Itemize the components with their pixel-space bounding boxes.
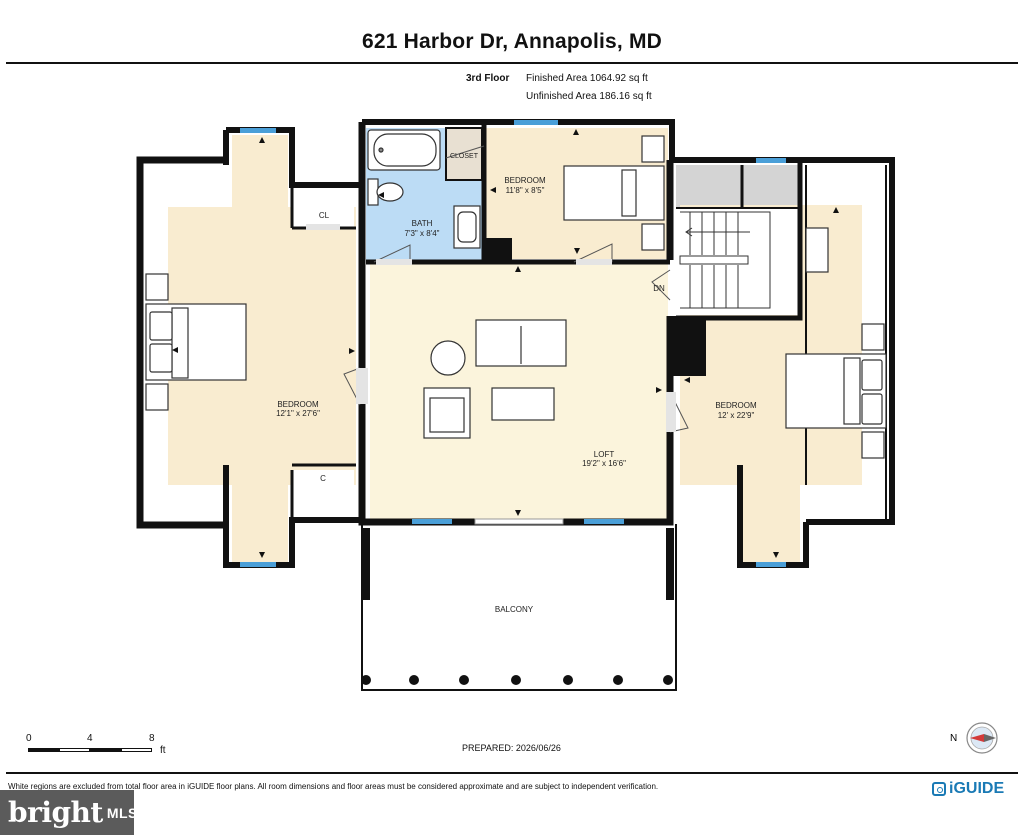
footer-divider: [6, 772, 1018, 774]
iguide-logo: iGUIDE: [932, 778, 1004, 800]
unfinished-area: Unfinished Area 186.16 sq ft: [526, 91, 652, 102]
bright-logo-word: bright: [8, 796, 103, 829]
bedroom-top-name: BEDROOM: [504, 176, 546, 185]
stairs-dn-label: DN: [653, 284, 665, 293]
iguide-logo-icon: [932, 782, 946, 796]
chimney-block: [668, 316, 706, 376]
title-divider: [6, 62, 1018, 64]
bright-mls-logo: bright MLS: [0, 790, 137, 835]
arrow-markers: [172, 129, 839, 558]
loft-name: LOFT: [594, 450, 615, 459]
closet-c: [292, 470, 354, 517]
loft-dims: 19'2" x 16'6": [582, 459, 626, 468]
closet-cl: [292, 187, 354, 227]
scale-tick-8: 8: [149, 733, 155, 744]
c-label: C: [320, 474, 326, 483]
balcony-posts: [361, 675, 673, 685]
floor-label: 3rd Floor: [466, 73, 510, 84]
bed-left-icon: [145, 273, 247, 411]
finished-area: Finished Area 1064.92 sq ft: [526, 73, 648, 84]
sink-icon: [453, 205, 481, 249]
windows: [240, 120, 786, 567]
compass-icon: N: [950, 722, 1000, 758]
scale-unit: ft: [160, 745, 166, 756]
compass-n-label: N: [950, 733, 957, 744]
cl-label: CL: [319, 211, 330, 220]
bedroom-top-dims: 11'8" x 8'5": [506, 186, 545, 195]
balcony-label: BALCONY: [495, 605, 534, 614]
bed-top-icon: [563, 135, 665, 251]
closet-label: CLOSET: [450, 153, 479, 160]
disclaimer-text: White regions are excluded from total fl…: [8, 782, 659, 791]
loft-furniture-icons: [423, 319, 567, 439]
scale-tick-0: 0: [26, 733, 32, 744]
stairs-icon: [679, 211, 771, 309]
scale-tick-4: 4: [87, 733, 93, 744]
bed-right-icon: [785, 227, 887, 459]
door-gaps: [306, 224, 676, 432]
wall-block: [486, 238, 512, 262]
bright-logo-suffix: MLS: [106, 804, 138, 821]
bathtub-icon: [367, 129, 441, 171]
balcony-door: [474, 518, 564, 525]
bedroom-left-name: BEDROOM: [277, 400, 319, 409]
prepared-date: PREPARED: 2026/06/26: [462, 743, 561, 753]
iguide-logo-text: iGUIDE: [949, 780, 1005, 797]
area-summary: 3rd Floor Finished Area 1064.92 sq ft Unf…: [466, 70, 652, 106]
bedroom-right-dims: 12' x 22'9": [718, 411, 755, 420]
bath-dims: 7'3" x 8'4": [405, 229, 440, 238]
bedroom-right-name: BEDROOM: [715, 401, 757, 410]
bath-name: BATH: [412, 219, 433, 228]
bedroom-left-dims: 12'1" x 27'6": [276, 409, 320, 418]
plan-title: 621 Harbor Dr, Annapolis, MD: [361, 30, 663, 53]
scale-bar: 0 4 8 ft: [24, 733, 184, 763]
